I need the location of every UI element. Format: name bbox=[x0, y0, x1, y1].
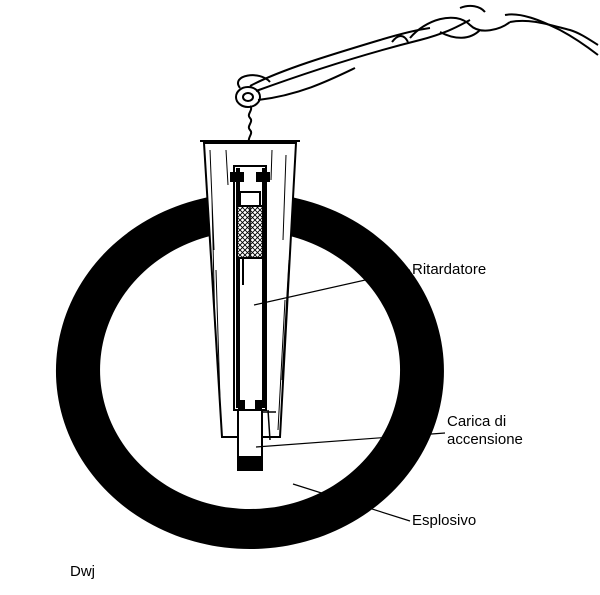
leader-carica bbox=[255, 432, 446, 448]
label-carica-line1: Carica di bbox=[447, 413, 507, 430]
label-carica-accensione: Carica di accensione bbox=[447, 413, 523, 449]
leader-lines bbox=[253, 269, 446, 522]
label-ritardatore: Ritardatore bbox=[412, 261, 487, 278]
leader-esplosivo bbox=[292, 483, 411, 522]
label-carica-line2: accensione bbox=[447, 431, 523, 448]
author-signature: Dwj bbox=[70, 563, 95, 580]
pull-cord bbox=[235, 4, 599, 144]
leader-ritardatore bbox=[253, 269, 411, 306]
ignition-charge bbox=[237, 400, 276, 471]
label-esplosivo: Esplosivo bbox=[412, 512, 477, 529]
delay-fuse bbox=[236, 191, 264, 285]
